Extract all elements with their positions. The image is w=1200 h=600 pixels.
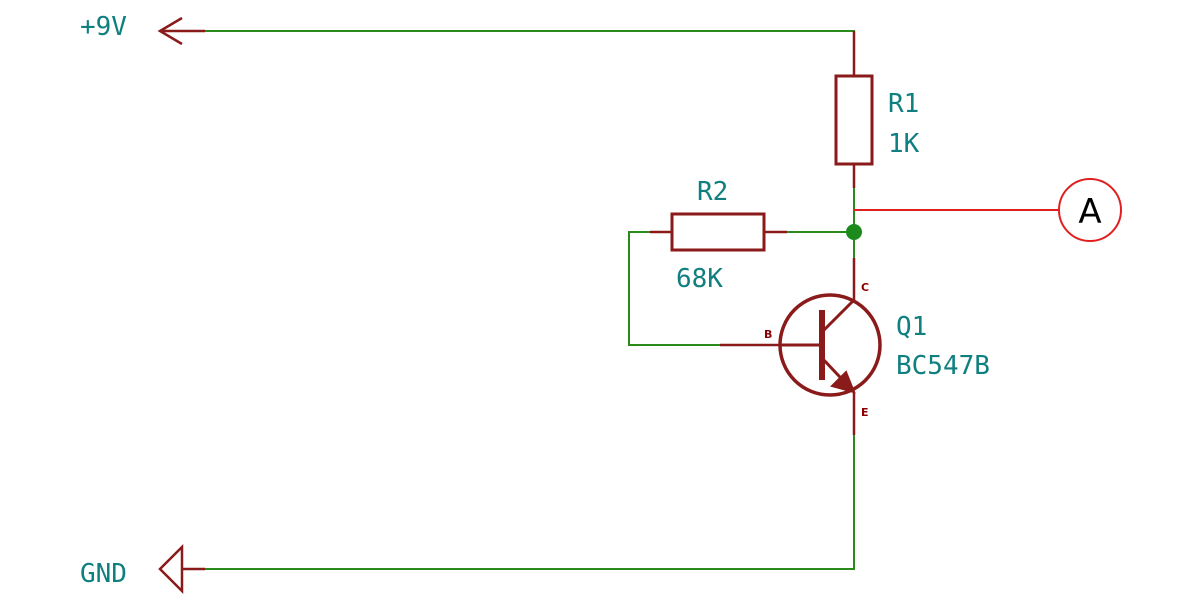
q1-pin-e-label: E bbox=[861, 406, 869, 419]
gnd-arrow-icon bbox=[158, 543, 184, 595]
probe-a-label: A bbox=[1078, 192, 1101, 232]
resistor-r2[interactable]: R2 68K bbox=[650, 177, 787, 294]
transistor-q1[interactable]: C B E Q1 BC547B bbox=[720, 258, 990, 435]
vcc-power-symbol[interactable]: +9V bbox=[80, 12, 205, 46]
q1-pin-b-label: B bbox=[764, 328, 772, 341]
probe-a-circle bbox=[1058, 178, 1122, 242]
r2-ref: R2 bbox=[697, 177, 728, 207]
junction-dot bbox=[846, 224, 862, 240]
q1-emitter-arrow-icon bbox=[830, 370, 856, 394]
r1-ref: R1 bbox=[888, 89, 919, 119]
gnd-power-symbol[interactable]: GND bbox=[80, 543, 205, 595]
r1-body bbox=[834, 74, 874, 166]
r2-value: 68K bbox=[676, 264, 723, 294]
vcc-arrow-icon bbox=[157, 16, 183, 46]
wire-vcc-rail[interactable] bbox=[205, 30, 855, 76]
q1-pin-c-label: C bbox=[861, 281, 869, 294]
q1-collector-lead bbox=[820, 298, 856, 334]
probe-a[interactable]: A bbox=[1058, 178, 1122, 242]
gnd-label: GND bbox=[80, 559, 127, 589]
wires bbox=[205, 30, 855, 570]
resistor-r1[interactable]: R1 1K bbox=[834, 31, 920, 188]
vcc-label: +9V bbox=[80, 12, 127, 42]
r2-body bbox=[670, 212, 766, 252]
r1-value: 1K bbox=[888, 129, 920, 159]
q1-ref: Q1 bbox=[896, 312, 927, 342]
wire-r2-to-base[interactable] bbox=[628, 231, 720, 346]
q1-envelope bbox=[778, 293, 882, 397]
wire-gnd-rail[interactable] bbox=[205, 435, 855, 570]
q1-value: BC547B bbox=[896, 351, 990, 381]
